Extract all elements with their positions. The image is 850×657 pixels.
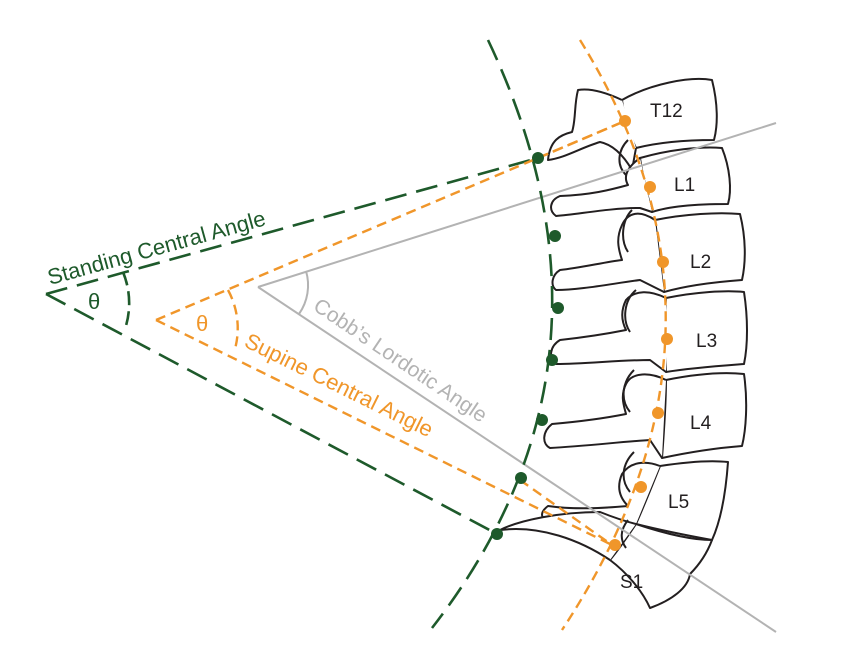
supine-dot — [644, 181, 656, 193]
standing-ray-lower — [45, 292, 498, 536]
standing-circle-arc — [430, 39, 554, 629]
cobb-arc — [298, 270, 310, 315]
process-t12 — [547, 88, 637, 171]
supine-dot — [657, 256, 669, 268]
supine-dot — [652, 407, 664, 419]
standing-theta-arc — [121, 271, 131, 330]
supine-angle-label: Supine Central Angle — [241, 328, 437, 442]
cobb-line-superior — [257, 122, 777, 288]
facet-joints — [618, 139, 637, 549]
supine-endplate-lower — [519, 479, 613, 546]
label-l5: L5 — [668, 492, 689, 513]
standing-dot — [546, 354, 558, 366]
supine-dot — [619, 115, 631, 127]
supine-dot — [609, 539, 621, 551]
supine-dot — [635, 481, 647, 493]
supine-dot — [661, 333, 673, 345]
label-l2: L2 — [690, 252, 711, 273]
supine-theta-arc — [226, 289, 239, 350]
standing-ray-upper — [45, 156, 539, 296]
standing-dot — [552, 302, 564, 314]
standing-dots — [491, 152, 564, 540]
supine-dots — [609, 115, 673, 551]
process-l3 — [550, 291, 667, 373]
standing-dot — [532, 152, 544, 164]
standing-theta: θ — [88, 289, 100, 314]
vertebra-l4 — [661, 372, 748, 459]
standing-angle — [45, 39, 554, 629]
process-l1 — [550, 157, 653, 217]
sacrum-ala — [499, 511, 637, 561]
sacrum-s1 — [609, 523, 713, 609]
standing-dot — [536, 414, 548, 426]
supine-theta: θ — [196, 311, 208, 336]
vertebra-labels: T12 L1 L2 L3 L4 L5 S1 — [620, 101, 717, 593]
standing-dot — [515, 472, 527, 484]
spine-outline — [499, 78, 748, 609]
label-s1: S1 — [620, 572, 643, 593]
label-l4: L4 — [690, 413, 712, 434]
cobb-line-inferior — [257, 286, 777, 633]
label-t12: T12 — [650, 101, 683, 122]
standing-dot — [549, 230, 561, 242]
process-l2 — [551, 212, 665, 293]
cobb-angle — [257, 122, 777, 633]
label-l1: L1 — [674, 175, 695, 196]
standing-dot — [491, 528, 503, 540]
standing-angle-label: Standing Central Angle — [45, 206, 269, 290]
label-l3: L3 — [696, 331, 717, 352]
supine-ray-lower — [155, 318, 613, 547]
